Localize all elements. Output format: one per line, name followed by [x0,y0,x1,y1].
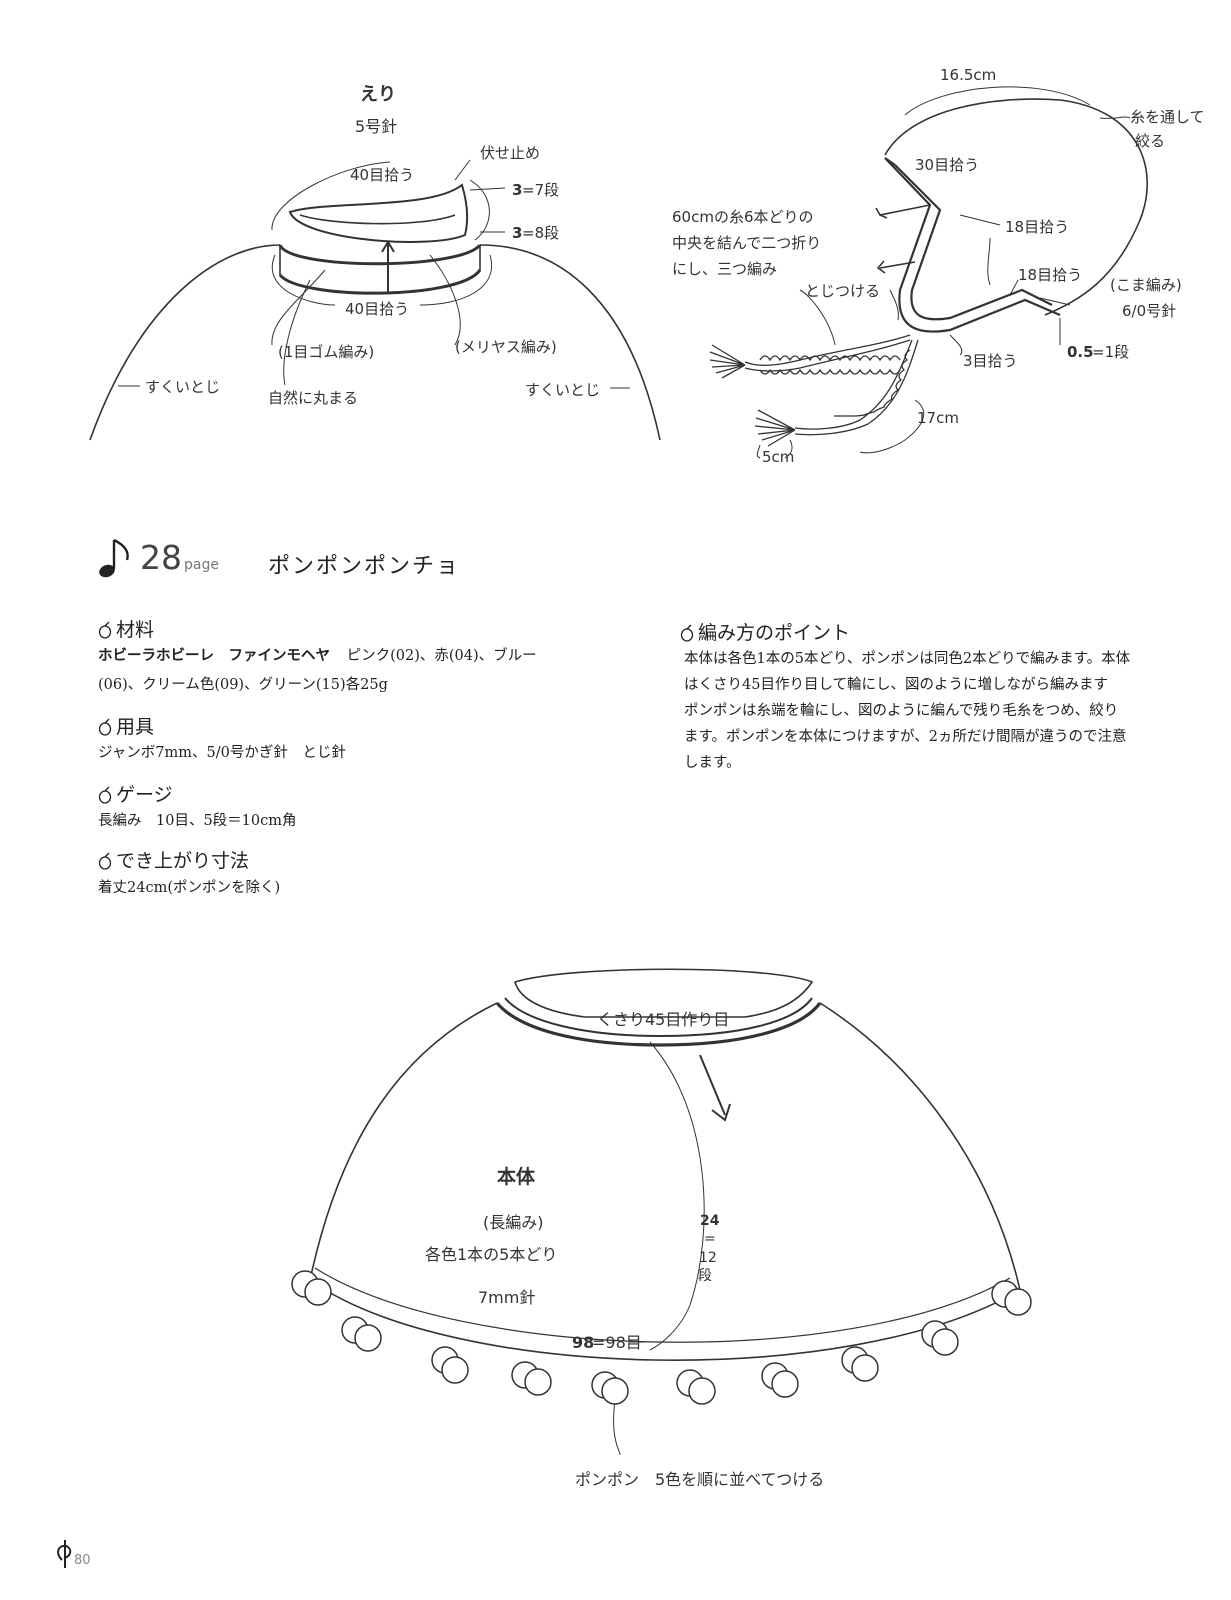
hood-pickup-30: 30目拾う [915,156,979,174]
collar-diagram [89,159,661,441]
materials-brand: ホビーラホビーレ ファインモヘヤ [98,647,330,664]
points-heading-text: 編み方のポイント [698,622,851,644]
yarn-pin-icon [98,718,112,736]
collar-pickup-top: 40目拾う [350,166,414,184]
yarn-pin-icon [98,621,112,639]
body-stitches-txt: =98目 [592,1333,642,1352]
yarn-pin-icon [98,852,112,870]
collar-rows-b-num: 3 [512,224,522,242]
section-number: 28 [140,538,182,577]
tools-line: ジャンボ7mm、5/0号かぎ針 とじ針 [98,745,346,761]
body-strands: 各色1本の5本どり [425,1245,557,1264]
pompom [921,1320,959,1356]
collar-pickup-bottom: 40目拾う [345,300,409,318]
hood-cord-note-2: 中央を結んで二つ折り [672,234,821,252]
hood-pickup-18a: 18目拾う [1005,218,1069,236]
collar-rows-a-txt: =7段 [522,181,559,199]
collar-bindoff: 伏せ止め [480,144,540,162]
tools-heading-text: 用具 [116,716,155,738]
poncho-diagram [309,968,1021,1456]
body-stitches-num: 98 [572,1333,594,1352]
body-rows-num: 24 [700,1213,720,1229]
pompom [431,1346,469,1384]
poncho-labels: くさり45目作り目 本体 (長編み) 各色1本の5本どり 7mm針 24 = 1… [425,1010,824,1489]
pompom [511,1361,552,1396]
treble-clef-icon [57,1540,72,1568]
hood-len-17: 17cm [917,409,959,427]
gauge-heading: ゲージ [98,780,173,807]
pompom [761,1362,799,1398]
collar-rows-b-txt: =8段 [522,224,559,242]
hood-cord-note-3: にし、三つ編み [672,260,777,278]
hood-pickup-18b: 18目拾う [1018,266,1082,284]
pompom [341,1316,382,1352]
hood-labels: 16.5cm 糸を通して 絞る 30目拾う 60cmの糸6本どりの 中央を結んで… [672,66,1205,466]
hood-top-length: 16.5cm [940,66,996,84]
pompoms [291,1270,1032,1405]
tools-heading: 用具 [98,712,154,739]
points-body: 本体は各色1本の5本どり、ポンポンは同色2本どりで編みます。本体 はくさり45目… [684,646,1231,776]
collar-seam-left: すくいとじ [145,378,220,396]
body-title: 本体 [497,1165,536,1188]
hood-cord-note-1: 60cmの糸6本どりの [672,208,814,226]
hood-hook-label: 6/0号針 [1122,302,1176,320]
hood-diagram [709,86,1148,459]
collar-seam-right: すくいとじ [525,381,600,399]
size-heading-text: でき上がり寸法 [116,850,250,872]
size-line: 着丈24cm(ポンポンを除く) [98,880,281,896]
body-rows-unit: 段 [698,1268,712,1284]
materials-line-1: ホビーラホビーレ ファインモヘヤ ピンク(02)、赤(04)、ブルー [98,643,537,669]
body-needle: 7mm針 [478,1288,535,1307]
collar-rib-label: (1目ゴム編み) [278,343,374,361]
collar-labels: えり 5号針 伏せ止め 40目拾う 3 =7段 3 =8段 40目拾う (1目ゴ… [145,84,600,407]
hood-attach-label: とじつける [805,282,880,300]
page-number: 80 [74,1553,91,1568]
hood-rows-num: 0.5 [1067,343,1094,361]
body-stitch: (長編み) [483,1213,544,1232]
pompom [291,1270,332,1306]
body-chain-label: くさり45目作り目 [597,1010,729,1029]
materials-heading-text: 材料 [116,619,155,641]
hood-gather-1: 糸を通して [1130,108,1205,126]
size-heading: でき上がり寸法 [98,846,249,873]
gauge-line: 長編み 10目、5段＝10cm角 [98,813,297,829]
points-line-2: はくさり45目作り目して輪にし、図のように増しながら編みます [684,677,1109,693]
materials-colors: ピンク(02)、赤(04)、ブルー [346,648,537,664]
collar-stockinette-label: (メリヤス編み) [455,338,557,356]
pompom [991,1280,1032,1316]
materials-heading: 材料 [98,615,154,642]
collar-title: えり [360,84,396,105]
collar-rows-a-num: 3 [512,181,522,199]
gauge-heading-text: ゲージ [116,784,173,806]
materials-line-2: (06)、クリーム色(09)、グリーン(15)各25g [98,677,388,693]
pompom-note: ポンポン 5色を順に並べてつける [575,1470,824,1489]
yarn-pin-icon [98,786,112,804]
points-line-4: ます。ポンポンを本体につけますが、2ヵ所だけ間隔が違うので注意 [684,729,1127,745]
hood-sc-label: (こま編み) [1110,276,1182,294]
collar-curl-note: 自然に丸まる [268,389,358,407]
hood-gather-2: 絞る [1135,132,1165,150]
points-line-1: 本体は各色1本の5本どり、ポンポンは同色2本どりで編みます。本体 [684,651,1131,667]
pompom [841,1346,879,1382]
music-note-icon [99,538,129,578]
body-rows-eq: = [704,1231,716,1247]
hood-len-5: 5cm [762,448,794,466]
collar-needle: 5号針 [355,117,397,136]
hood-pickup-3: 3目拾う [963,352,1018,370]
section-page-word: page [184,557,219,573]
points-heading: 編み方のポイント [680,618,850,645]
points-line-5: します。 [684,755,741,771]
hood-rows-txt: =1段 [1092,343,1129,361]
body-rows-val: 12 [699,1250,717,1266]
points-line-3: ポンポンは糸端を輪にし、図のように編んで残り毛糸をつめ、絞り [684,703,1119,719]
section-title: ポンポンポンチョ [268,554,461,579]
pompom [676,1369,716,1405]
pompom [591,1371,629,1405]
yarn-pin-icon [680,624,694,642]
